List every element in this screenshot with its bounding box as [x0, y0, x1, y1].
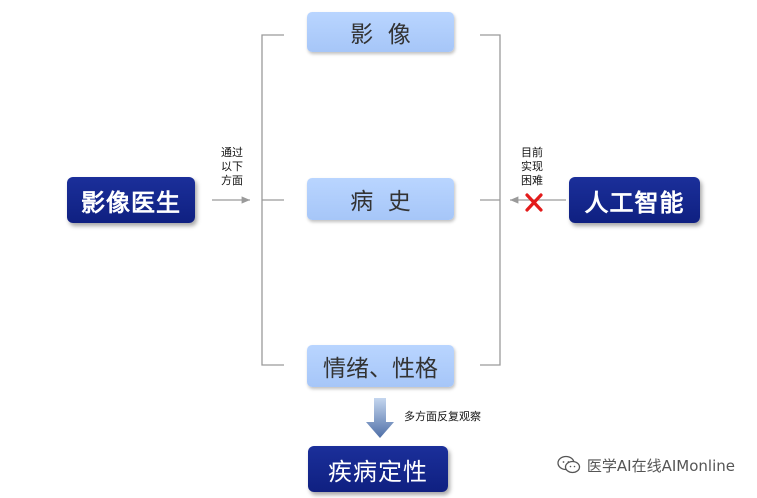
history-label: 病 史 [350, 189, 411, 215]
emotion-label: 情绪、性格 [323, 356, 438, 382]
imaging-label: 影 像 [350, 22, 411, 48]
wechat-icon [557, 455, 581, 474]
cross-icon [525, 193, 543, 212]
down-arrow-icon [366, 398, 394, 438]
watermark-text: 医学AI在线AIMonline [586, 456, 735, 475]
history-box: 病 史 [307, 178, 454, 220]
diagnosis-label: 疾病定性 [328, 457, 428, 486]
emotion-box: 情绪、性格 [307, 345, 454, 387]
radiologist-box: 影像医生 [67, 177, 195, 223]
diagnosis-box: 疾病定性 [308, 446, 448, 492]
down-arrow-label: 多方面反复观察 [404, 410, 481, 423]
ai-box: 人工智能 [569, 177, 700, 223]
watermark: 医学AI在线AIMonline [557, 454, 735, 476]
imaging-box: 影 像 [307, 12, 454, 52]
right-connector-label: 目前 实现 困难 [521, 146, 543, 187]
radiologist-label: 影像医生 [81, 187, 181, 217]
ai-label: 人工智能 [584, 187, 685, 217]
left-connector-label: 通过 以下 方面 [221, 146, 243, 187]
